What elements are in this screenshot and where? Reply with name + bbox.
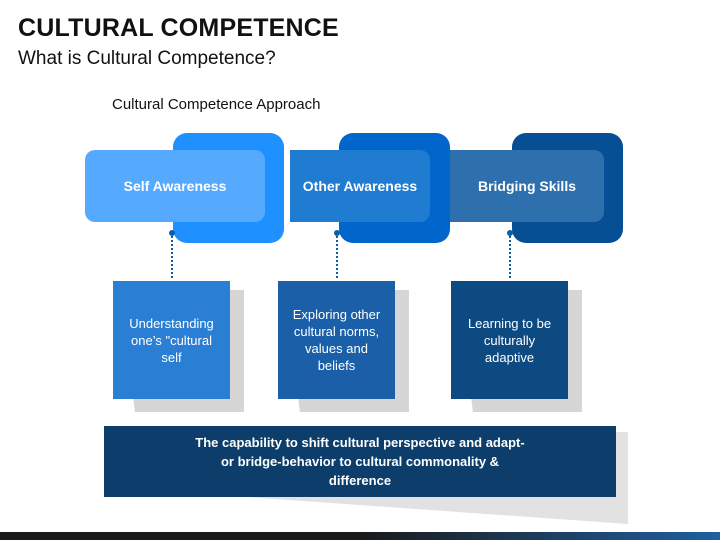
stage-1-connector-dot — [169, 230, 175, 236]
stage-2-title: Other Awareness — [302, 178, 418, 194]
stage-2-connector-dot — [334, 230, 340, 236]
stage-3-bar: Bridging Skills — [450, 150, 604, 222]
summary-banner: The capability to shift cultural perspec… — [104, 426, 616, 497]
stage-3-card: Learning to be culturally adaptive — [451, 281, 568, 399]
stage-3-connector-dot — [507, 230, 513, 236]
stage-2-card: Exploring other cultural norms, values a… — [278, 281, 395, 399]
stage-1-connector — [171, 232, 173, 278]
stage-1-description: Understanding one’s "cultural self — [129, 315, 214, 365]
stage-1-card: Understanding one’s "cultural self — [113, 281, 230, 399]
summary-text: The capability to shift cultural perspec… — [195, 435, 525, 488]
stage-3-description: Learning to be culturally adaptive — [467, 315, 552, 365]
stage-2-connector — [336, 232, 338, 278]
footer-bar — [0, 532, 720, 540]
slide-title: CULTURAL COMPETENCE — [18, 14, 339, 42]
stage-2-description: Exploring other cultural norms, values a… — [292, 307, 381, 373]
diagram-label: Cultural Competence Approach — [112, 96, 321, 113]
slide-subtitle: What is Cultural Competence? — [18, 48, 276, 69]
stage-3-connector — [509, 232, 511, 278]
stage-1-title: Self Awareness — [123, 178, 227, 194]
stage-1-bar: Self Awareness — [85, 150, 265, 222]
stage-2-bar: Other Awareness — [290, 150, 430, 222]
stage-3-title: Bridging Skills — [477, 178, 576, 194]
